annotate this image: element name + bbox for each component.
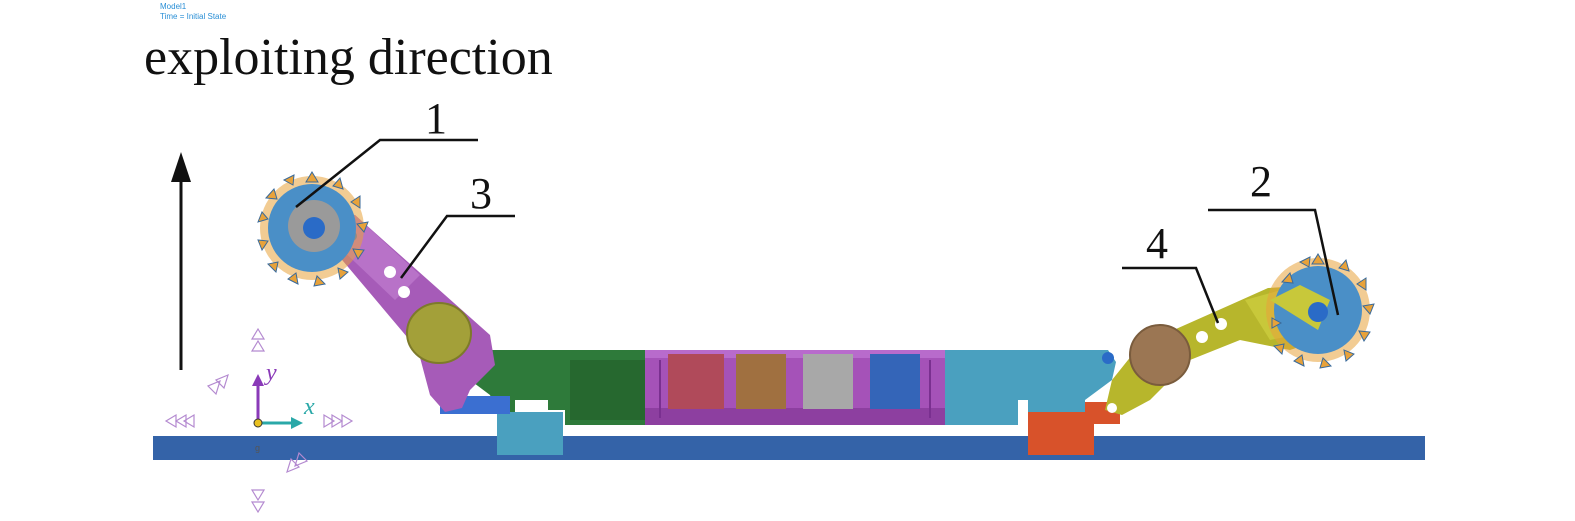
callout-2-label: 2: [1250, 157, 1272, 206]
rotate-left-icon[interactable]: [164, 413, 195, 429]
callout-3: 3: [399, 169, 515, 279]
rotate-up-icon[interactable]: [250, 327, 266, 352]
left-arm-hub: [406, 302, 472, 364]
callout-1-label: 1: [425, 94, 447, 143]
rotate-down-icon[interactable]: [250, 489, 266, 514]
gravity-label: g: [255, 443, 260, 453]
rotate-downright-icon[interactable]: [286, 451, 309, 474]
model-time: Time = Initial State: [160, 12, 227, 21]
rotate-right-icon[interactable]: [323, 413, 354, 429]
model-name: Model1: [160, 2, 187, 11]
exploiting-direction-arrow: [171, 152, 191, 370]
view-triad[interactable]: y x g: [252, 360, 315, 453]
callout-3-label: 3: [470, 169, 492, 218]
callout-4-label: 4: [1146, 219, 1168, 268]
rotate-upleft-icon[interactable]: [206, 373, 229, 396]
callout-4: 4: [1122, 219, 1220, 324]
diagram-title: exploiting direction: [144, 29, 553, 86]
model-info: Model1 Time = Initial State: [160, 2, 226, 22]
x-axis-label: x: [303, 394, 315, 420]
left-cutting-drum: [257, 171, 369, 287]
left-shoe: [497, 412, 563, 455]
body-green-section: [470, 350, 645, 425]
ground-plate: [153, 436, 1425, 460]
body-cyan-section: [945, 350, 1116, 425]
body-purple-section: [645, 350, 945, 425]
right-cutting-drum: [1266, 253, 1375, 369]
right-arm-hub: [1129, 324, 1191, 386]
callout-1: 1: [295, 94, 478, 208]
callout-2: 2: [1208, 157, 1340, 316]
y-axis-label: y: [264, 360, 277, 386]
